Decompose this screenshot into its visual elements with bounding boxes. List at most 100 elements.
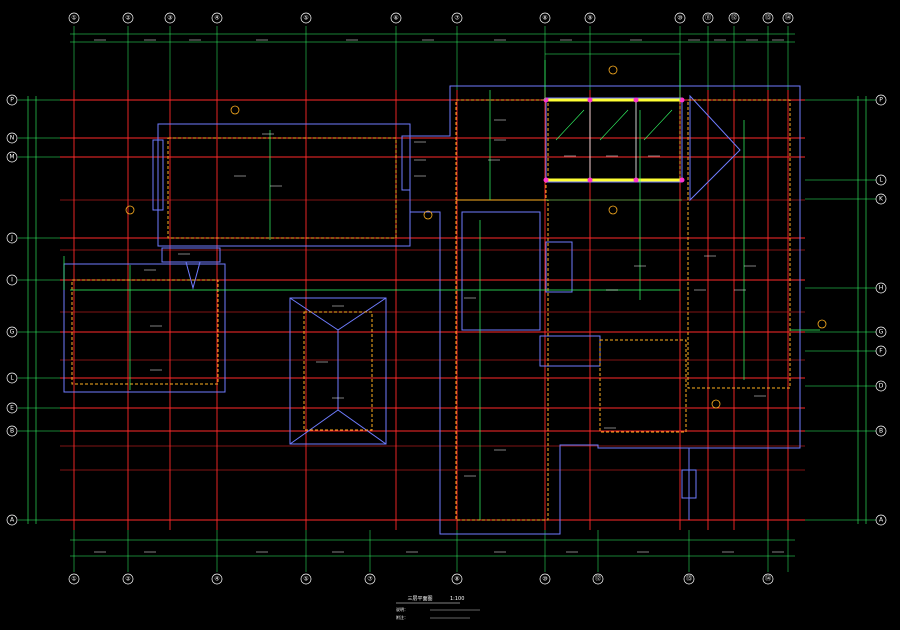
dimension-text-marks (94, 39, 784, 553)
axis-bubble-top-5: ⑤ (300, 12, 312, 24)
axis-label-text: ⑤ (303, 15, 308, 22)
note-label-1: 说明： (396, 606, 408, 612)
axis-label-text: ⑪ (705, 14, 711, 22)
dimension-lines (27, 33, 867, 557)
axis-bubble-bottom-8: ⑫ (592, 573, 604, 585)
axis-label-text: ⑤ (303, 576, 308, 583)
stair-core-detail (543, 97, 685, 201)
axis-bubble-top-4: ④ (211, 12, 223, 24)
axis-bubble-left-1: P (6, 94, 18, 106)
axis-label-text: B (879, 428, 883, 435)
axis-bubble-right-2: L (875, 174, 887, 186)
axis-label-text: ① (71, 576, 76, 583)
secondary-axis-lines (63, 60, 820, 520)
axis-bubble-left-7: L (6, 372, 18, 384)
axis-label-text: ⑭ (765, 575, 771, 583)
axis-label-text: ⑬ (686, 575, 692, 583)
axis-bubble-bottom-2: ② (122, 573, 134, 585)
axis-bubble-bottom-3: ④ (211, 573, 223, 585)
axis-bubble-top-8: ⑧ (539, 12, 551, 24)
axis-labels-bottom: ① ② ④ ⑤ ⑦ ⑧ ⑩ ⑫ ⑬ ⑭ (68, 573, 774, 585)
axis-bubble-left-5: I (6, 274, 18, 286)
axis-bubble-left-8: E (6, 402, 18, 414)
axis-bubble-bottom-5: ⑦ (364, 573, 376, 585)
axis-bubble-right-7: D (875, 380, 887, 392)
building-outlines (63, 85, 801, 535)
axis-label-text: K (879, 196, 884, 203)
axis-label-text: ⑦ (367, 576, 373, 583)
axis-label-text: I (11, 277, 13, 284)
axis-bubble-top-14: ⑭ (782, 12, 794, 24)
axis-bubble-right-9: A (875, 514, 887, 526)
axis-bubble-top-1: ① (68, 12, 80, 24)
axis-bubble-bottom-10: ⑭ (762, 573, 774, 585)
axis-bubble-bottom-6: ⑧ (451, 573, 463, 585)
axis-bubble-left-6: G (6, 326, 18, 338)
axis-label-text: ③ (167, 15, 172, 22)
axis-label-text: M (9, 154, 14, 161)
axis-bubble-right-3: K (875, 193, 887, 205)
axis-bubble-right-1: P (875, 94, 887, 106)
structural-grid (18, 26, 876, 572)
axis-bubble-bottom-9: ⑬ (683, 573, 695, 585)
axis-label-text: ⑧ (542, 15, 547, 22)
axis-bubble-top-6: ⑥ (390, 12, 402, 24)
axis-label-text: P (879, 97, 883, 104)
axis-label-text: D (879, 383, 884, 390)
axis-bubble-bottom-4: ⑤ (300, 573, 312, 585)
axis-label-text: E (10, 405, 14, 412)
axis-label-text: ⑥ (393, 15, 398, 22)
axis-label-text: B (10, 428, 14, 435)
axis-bubble-top-3: ③ (164, 12, 176, 24)
axis-label-text: ② (125, 576, 131, 583)
axis-label-text: ⑩ (677, 15, 682, 22)
axis-bubble-right-5: G (875, 326, 887, 338)
axis-label-text: P (10, 97, 14, 104)
axis-bubble-top-10: ⑩ (674, 12, 686, 24)
axis-label-text: A (10, 517, 15, 524)
annotation-markers (125, 65, 827, 409)
axis-bubble-bottom-7: ⑩ (539, 573, 551, 585)
axis-label-text: ② (125, 15, 131, 22)
axis-label-text: L (10, 375, 14, 382)
axis-bubble-right-8: B (875, 425, 887, 437)
axis-bubble-right-6: F (875, 345, 887, 357)
axis-bubble-top-12: ⑫ (728, 12, 740, 24)
axis-label-text: ① (71, 15, 76, 22)
axis-label-text: ⑫ (595, 575, 601, 583)
axis-label-text: A (879, 517, 884, 524)
axis-label-text: ⑫ (731, 14, 737, 22)
axis-labels-left: P N M J I G L E B A (6, 94, 18, 526)
axis-label-text: ⑧ (454, 576, 459, 583)
axis-label-text: ⑦ (454, 15, 460, 22)
axis-bubble-left-2: N (6, 132, 18, 144)
axis-label-text: ⑨ (587, 15, 592, 22)
axis-label-text: F (879, 348, 883, 355)
axis-bubble-left-9: B (6, 425, 18, 437)
axis-label-text: ⑬ (765, 14, 771, 22)
axis-bubble-left-10: A (6, 514, 18, 526)
axis-label-text: H (879, 285, 884, 292)
axis-label-text: ④ (214, 15, 219, 22)
axis-label-text: G (10, 329, 15, 336)
axis-label-text: L (879, 177, 883, 184)
axis-bubble-left-3: M (6, 151, 18, 163)
axis-bubble-top-7: ⑦ (451, 12, 463, 24)
axis-bubble-top-13: ⑬ (762, 12, 774, 24)
axis-label-text: G (879, 329, 884, 336)
axis-labels-top: ① ② ③ ④ ⑤ ⑥ ⑦ ⑧ ⑨ ⑩ ⑪ ⑫ ⑬ ⑭ (68, 12, 794, 24)
plan-title-block: 三层平面图 1:100 说明： 附注： (396, 596, 480, 620)
plan-scale: 1:100 (450, 596, 464, 602)
axis-bubble-left-4: J (6, 232, 18, 244)
axis-bubble-bottom-1: ① (68, 573, 80, 585)
plan-title: 三层平面图 (407, 596, 432, 602)
axis-label-text: ⑩ (542, 576, 547, 583)
axis-bubble-top-9: ⑨ (584, 12, 596, 24)
axis-bubble-top-11: ⑪ (702, 12, 714, 24)
axis-label-text: J (10, 235, 13, 242)
axis-bubble-right-4: H (875, 282, 887, 294)
axis-label-text: ④ (214, 576, 219, 583)
axis-bubble-top-2: ② (122, 12, 134, 24)
